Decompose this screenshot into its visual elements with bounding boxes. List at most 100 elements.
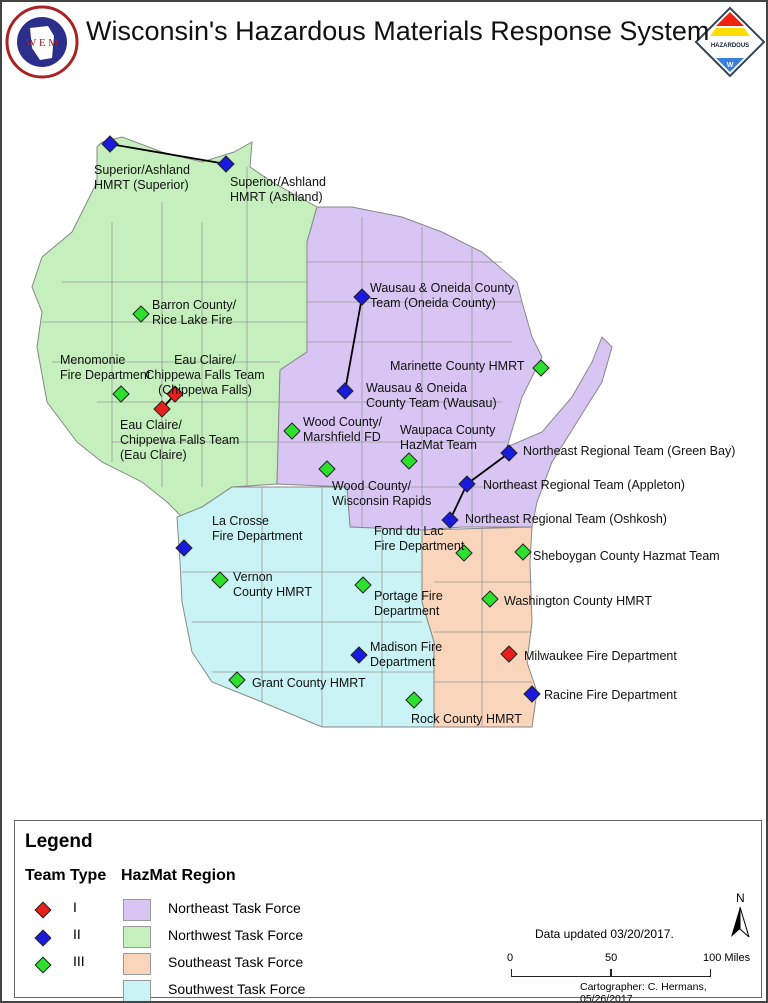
team-type-iii-diamond-icon[interactable] xyxy=(455,544,473,562)
team-label: Wood County/Wisconsin Rapids xyxy=(332,479,431,508)
team-type-iii-diamond-icon[interactable] xyxy=(405,691,423,709)
team-type-ii-diamond-icon[interactable] xyxy=(441,511,459,529)
team-type-i-diamond-icon[interactable] xyxy=(500,645,518,663)
svg-text:W: W xyxy=(727,62,734,69)
team-label: Wood County/Marshfield FD xyxy=(303,415,383,444)
type-i-label: I xyxy=(73,899,77,915)
type-iii-diamond-icon xyxy=(34,956,52,974)
team-type-ii-diamond-icon[interactable] xyxy=(101,135,119,153)
northeast-label: Northeast Task Force xyxy=(168,900,301,916)
northeast-swatch xyxy=(123,899,151,921)
type-ii-label: II xyxy=(73,926,81,942)
team-label: Milwaukee Fire Department xyxy=(524,649,677,663)
type-ii-diamond-icon xyxy=(34,929,52,947)
team-marker[interactable]: Marinette County HMRT xyxy=(390,359,550,377)
team-label: Northeast Regional Team (Appleton) xyxy=(483,478,685,492)
team-marker[interactable]: Wood County/Marshfield FD xyxy=(283,415,383,444)
team-marker[interactable]: Northeast Regional Team (Appleton) xyxy=(458,475,685,493)
team-marker[interactable]: Milwaukee Fire Department xyxy=(500,645,677,663)
team-type-iii-diamond-icon[interactable] xyxy=(211,571,229,589)
scale-tick-0: 0 xyxy=(507,952,514,964)
team-type-iii-diamond-icon[interactable] xyxy=(532,359,550,377)
team-type-ii-diamond-icon[interactable] xyxy=(350,646,368,664)
team-type-ii-diamond-icon[interactable] xyxy=(353,288,371,306)
type-iii-label: III xyxy=(73,953,85,969)
team-type-iii-diamond-icon[interactable] xyxy=(228,671,246,689)
team-link-line xyxy=(466,452,510,485)
team-type-i-diamond-icon[interactable] xyxy=(153,400,171,418)
team-label: Sheboygan County Hazmat Team xyxy=(533,549,720,563)
team-type-ii-diamond-icon[interactable] xyxy=(523,685,541,703)
team-link-line xyxy=(449,483,468,521)
svg-text:HAZARDOUS: HAZARDOUS xyxy=(711,43,749,49)
data-updated: Data updated 03/20/2017. xyxy=(535,927,674,941)
team-label: Washington County HMRT xyxy=(504,594,652,608)
team-label: Barron County/Rice Lake Fire xyxy=(152,298,237,327)
team-type-iii-diamond-icon[interactable] xyxy=(514,543,532,561)
scale-tick-50: 50 xyxy=(605,952,618,964)
map-title: Wisconsin's Hazardous Materials Response… xyxy=(86,16,710,46)
team-type-iii-diamond-icon[interactable] xyxy=(132,305,150,323)
team-type-iii-diamond-icon[interactable] xyxy=(283,422,301,440)
region-southwest xyxy=(176,486,435,728)
team-type-i-diamond-icon[interactable] xyxy=(166,385,184,403)
team-type-iii-diamond-icon[interactable] xyxy=(400,452,418,470)
team-label: Northeast Regional Team (Oshkosh) xyxy=(465,512,667,526)
wem-logo: W E M xyxy=(5,5,79,79)
team-marker[interactable]: Racine Fire Department xyxy=(523,685,677,703)
team-type-iii-diamond-icon[interactable] xyxy=(318,460,336,478)
team-type-iii-diamond-icon[interactable] xyxy=(112,385,130,403)
team-marker[interactable]: Sheboygan County Hazmat Team xyxy=(514,543,720,563)
southeast-label: Southeast Task Force xyxy=(168,954,304,970)
svg-text:W E M: W E M xyxy=(26,37,58,49)
team-marker[interactable]: Northeast Regional Team (Green Bay) xyxy=(500,444,735,462)
north-arrow-icon xyxy=(731,907,750,937)
team-type-ii-diamond-icon[interactable] xyxy=(175,539,193,557)
team-marker[interactable]: Barron County/Rice Lake Fire xyxy=(132,298,237,327)
legend: Legend Team Type HazMat Region I II III … xyxy=(14,820,762,1001)
team-label: Eau Claire/Chippewa Falls Team(Chippewa … xyxy=(145,353,264,397)
team-type-ii-diamond-icon[interactable] xyxy=(458,475,476,493)
team-marker[interactable]: Eau Claire/Chippewa Falls Team(Eau Clair… xyxy=(120,400,239,462)
team-marker[interactable]: Grant County HMRT xyxy=(228,671,366,690)
team-type-iii-diamond-icon[interactable] xyxy=(481,590,499,608)
cartographer-credit: Cartographer: C. Hermans, 05/26/2017 xyxy=(580,981,707,1003)
team-label: Grant County HMRT xyxy=(252,676,366,690)
team-marker[interactable]: Eau Claire/Chippewa Falls Team(Chippewa … xyxy=(145,353,265,403)
team-type-iii-diamond-icon[interactable] xyxy=(354,576,372,594)
team-type-ii-diamond-icon[interactable] xyxy=(336,382,354,400)
northwest-label: Northwest Task Force xyxy=(168,927,304,943)
team-type-ii-diamond-icon[interactable] xyxy=(500,444,518,462)
team-marker[interactable]: Wood County/Wisconsin Rapids xyxy=(318,460,431,508)
team-marker[interactable]: Rock County HMRT xyxy=(405,691,522,726)
northwest-swatch xyxy=(123,926,151,948)
team-marker[interactable]: Northeast Regional Team (Oshkosh) xyxy=(441,511,667,529)
team-marker[interactable]: Washington County HMRT xyxy=(481,590,652,608)
team-label: Northeast Regional Team (Green Bay) xyxy=(523,444,735,458)
team-type-ii-diamond-icon[interactable] xyxy=(217,155,235,173)
team-label: Racine Fire Department xyxy=(544,688,677,702)
southwest-swatch xyxy=(123,980,151,1001)
